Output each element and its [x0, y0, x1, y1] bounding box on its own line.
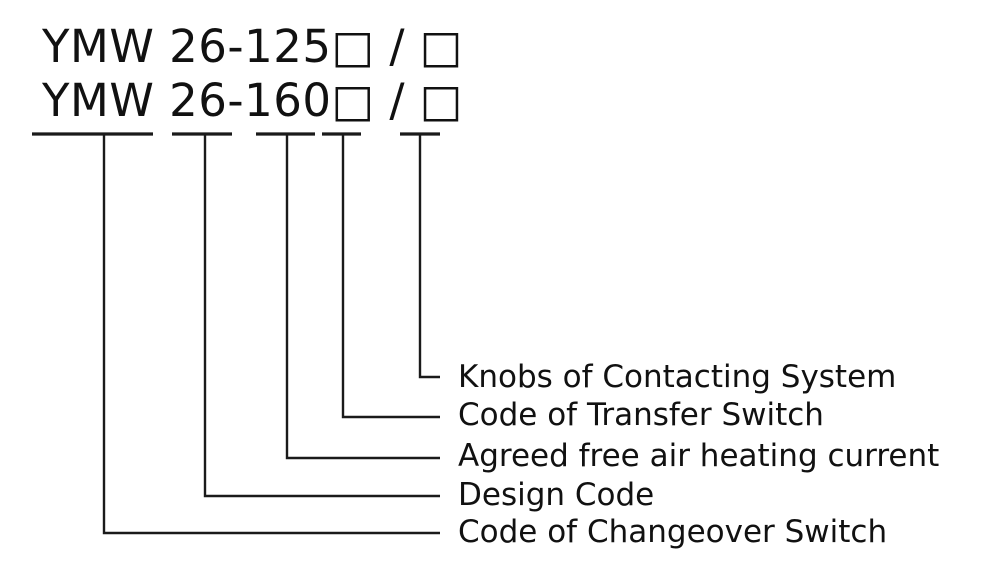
model-code-line-2: YMW 26-160□ / □ [42, 74, 463, 127]
segment-contacting-knobs-leader [418, 134, 440, 379]
callout-label-transfer-switch: Code of Transfer Switch [458, 397, 824, 433]
callout-label-design-code: Design Code [458, 477, 655, 513]
segment-transfer-switch-leader [341, 134, 440, 419]
model-code-line-1: YMW 26-125□ / □ [42, 20, 463, 73]
callout-label-heating-current: Agreed free air heating current [458, 438, 940, 474]
segment-heating-current-leader [285, 134, 440, 460]
segment-design-code-leader [203, 134, 440, 498]
segment-changeover-switch-leader [102, 134, 440, 535]
callout-label-contacting-knobs: Knobs of Contacting System [458, 359, 897, 395]
callout-label-changeover-switch: Code of Changeover Switch [458, 514, 888, 550]
